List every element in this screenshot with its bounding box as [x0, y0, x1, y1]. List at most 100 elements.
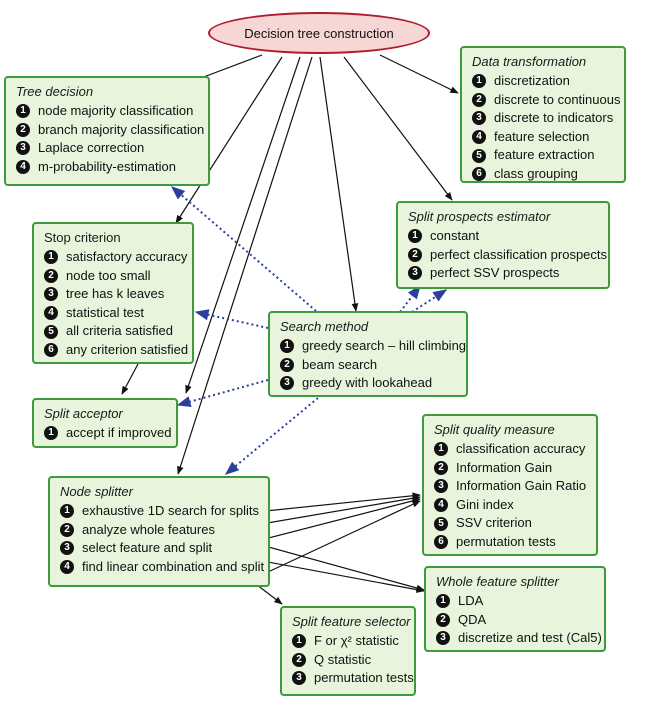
- dotted-search-prospects-a: [399, 284, 421, 313]
- split-acceptor-title: Split acceptor: [44, 406, 123, 421]
- number-3-icon: 3: [472, 111, 486, 126]
- number-1-icon: 1: [16, 104, 30, 119]
- number-4-icon: 4: [44, 306, 58, 321]
- node-splitter-title: Node splitter: [60, 484, 133, 499]
- arrow-root-data-transformation: [379, 54, 459, 94]
- arrow-root-stop-criterion: [175, 56, 283, 224]
- number-6-icon: 6: [44, 343, 58, 358]
- dotted-search-tree-decision: [170, 186, 317, 312]
- number-6-icon: 6: [434, 535, 448, 550]
- split-feature-selector-title: Split feature selector: [292, 614, 411, 629]
- arrow-ns1-sqm: [255, 492, 421, 513]
- number-3-icon: 3: [436, 631, 450, 646]
- number-3-icon: 3: [408, 266, 422, 281]
- number-4-icon: 4: [472, 130, 486, 145]
- dotted-search-node-splitter: [224, 397, 319, 475]
- search-method-title: Search method: [280, 319, 369, 334]
- number-1-icon: 1: [408, 229, 422, 244]
- number-2-icon: 2: [434, 460, 448, 475]
- number-1-icon: 1: [280, 339, 294, 354]
- number-4-icon: 4: [16, 160, 30, 175]
- stop-criterion-title: Stop criterion: [44, 230, 121, 245]
- number-1-icon: 1: [44, 426, 58, 441]
- split-prospects-estimator-title: Split prospects estimator: [408, 209, 551, 224]
- arrow-root-split-prospects: [343, 56, 453, 201]
- dotted-search-stop-criterion: [194, 309, 269, 329]
- number-2-icon: 2: [60, 522, 74, 537]
- arrow-ns4-sqm: [267, 500, 421, 573]
- number-2-icon: 2: [472, 92, 486, 107]
- number-1-icon: 1: [292, 634, 306, 649]
- arrow-root-node-splitter: [177, 56, 313, 475]
- number-2-icon: 2: [408, 247, 422, 262]
- number-1-icon: 1: [434, 442, 448, 457]
- number-3-icon: 3: [292, 671, 306, 686]
- number-1-icon: 1: [60, 504, 74, 519]
- arrow-root-search-method: [319, 56, 359, 312]
- dotted-search-split-acceptor: [176, 379, 269, 408]
- number-2-icon: 2: [436, 612, 450, 627]
- data-transformation-title: Data transformation: [472, 54, 587, 69]
- arrow-stop-to-acceptor: [121, 363, 139, 395]
- number-4-icon: 4: [60, 560, 74, 575]
- number-5-icon: 5: [472, 148, 486, 163]
- number-2-icon: 2: [16, 122, 30, 137]
- number-3-icon: 3: [44, 287, 58, 302]
- root-label: Decision tree construction: [244, 25, 394, 41]
- whole-feature-splitter-title: Whole feature splitter: [436, 574, 559, 589]
- number-3-icon: 3: [280, 376, 294, 391]
- tree-decision-title: Tree decision: [16, 84, 94, 99]
- number-1-icon: 1: [436, 594, 450, 609]
- number-2-icon: 2: [280, 357, 294, 372]
- number-1-icon: 1: [44, 250, 58, 265]
- number-1-icon: 1: [472, 74, 486, 89]
- root-node-decision-tree-construction: Decision tree construction: [208, 12, 430, 54]
- number-3-icon: 3: [434, 479, 448, 494]
- number-5-icon: 5: [44, 324, 58, 339]
- number-5-icon: 5: [434, 516, 448, 531]
- split-quality-measure-title: Split quality measure: [434, 422, 555, 437]
- number-6-icon: 6: [472, 167, 486, 182]
- arrow-root-split-acceptor: [185, 56, 301, 394]
